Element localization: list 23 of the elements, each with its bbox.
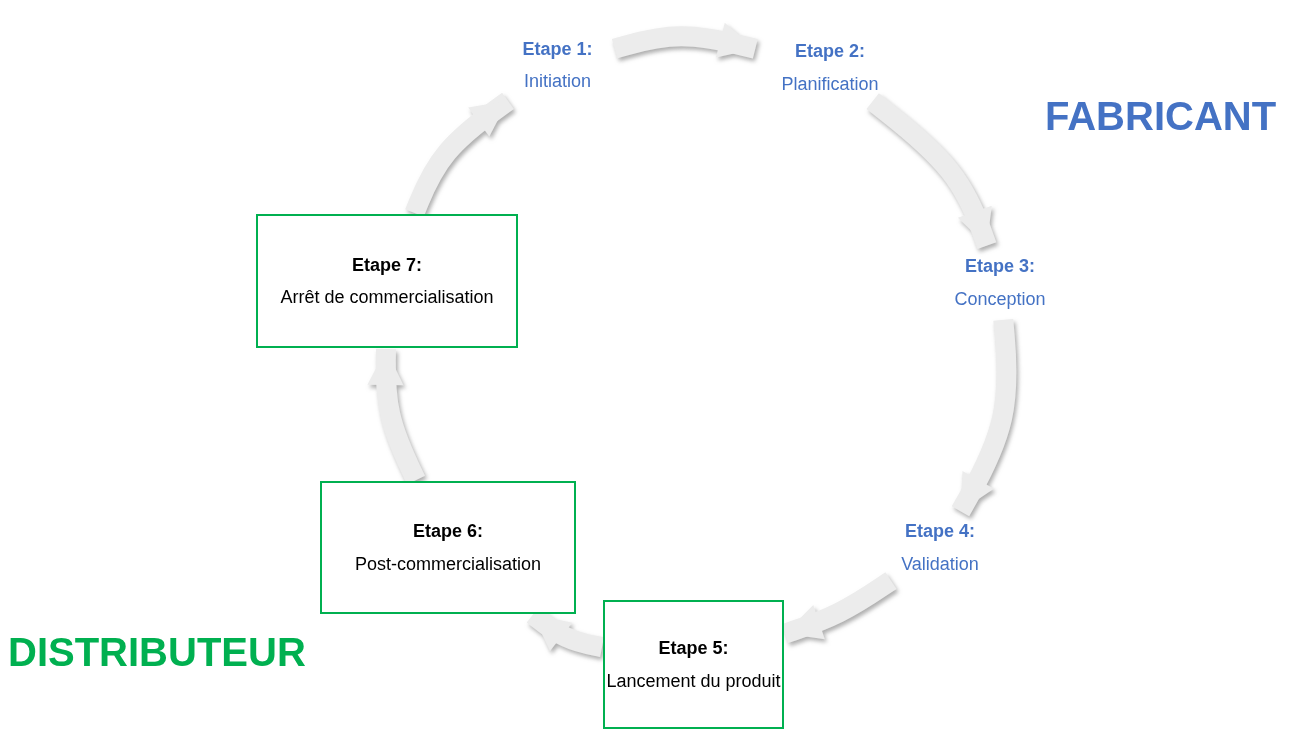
group-label: DISTRIBUTEUR [8,630,306,675]
step-name: Post-commercialisation [354,552,542,575]
curved-arrow [951,319,1017,517]
step-heading: Etape 2: [795,40,865,63]
step-name: Planification [781,72,879,95]
step-name: Validation [901,552,979,575]
step-heading: Etape 1: [522,37,593,60]
step-box [603,600,784,729]
curved-arrow [611,22,758,59]
step-name: Lancement du produit [606,669,781,692]
step-box [320,481,576,614]
step-name: Initiation [523,70,591,93]
step-heading: Etape 4: [905,520,975,543]
group-label: FABRICANT [1045,94,1277,139]
step-heading: Etape 3: [965,255,1035,278]
curved-arrow [866,93,997,249]
step-heading: Etape 5: [658,637,729,660]
curved-arrow [405,92,514,217]
step-heading: Etape 7: [352,253,422,276]
step-box [256,214,518,348]
step-name: Conception [954,287,1046,310]
step-name: Arrêt de commercialisation [280,286,494,309]
step-heading: Etape 6: [413,520,483,543]
